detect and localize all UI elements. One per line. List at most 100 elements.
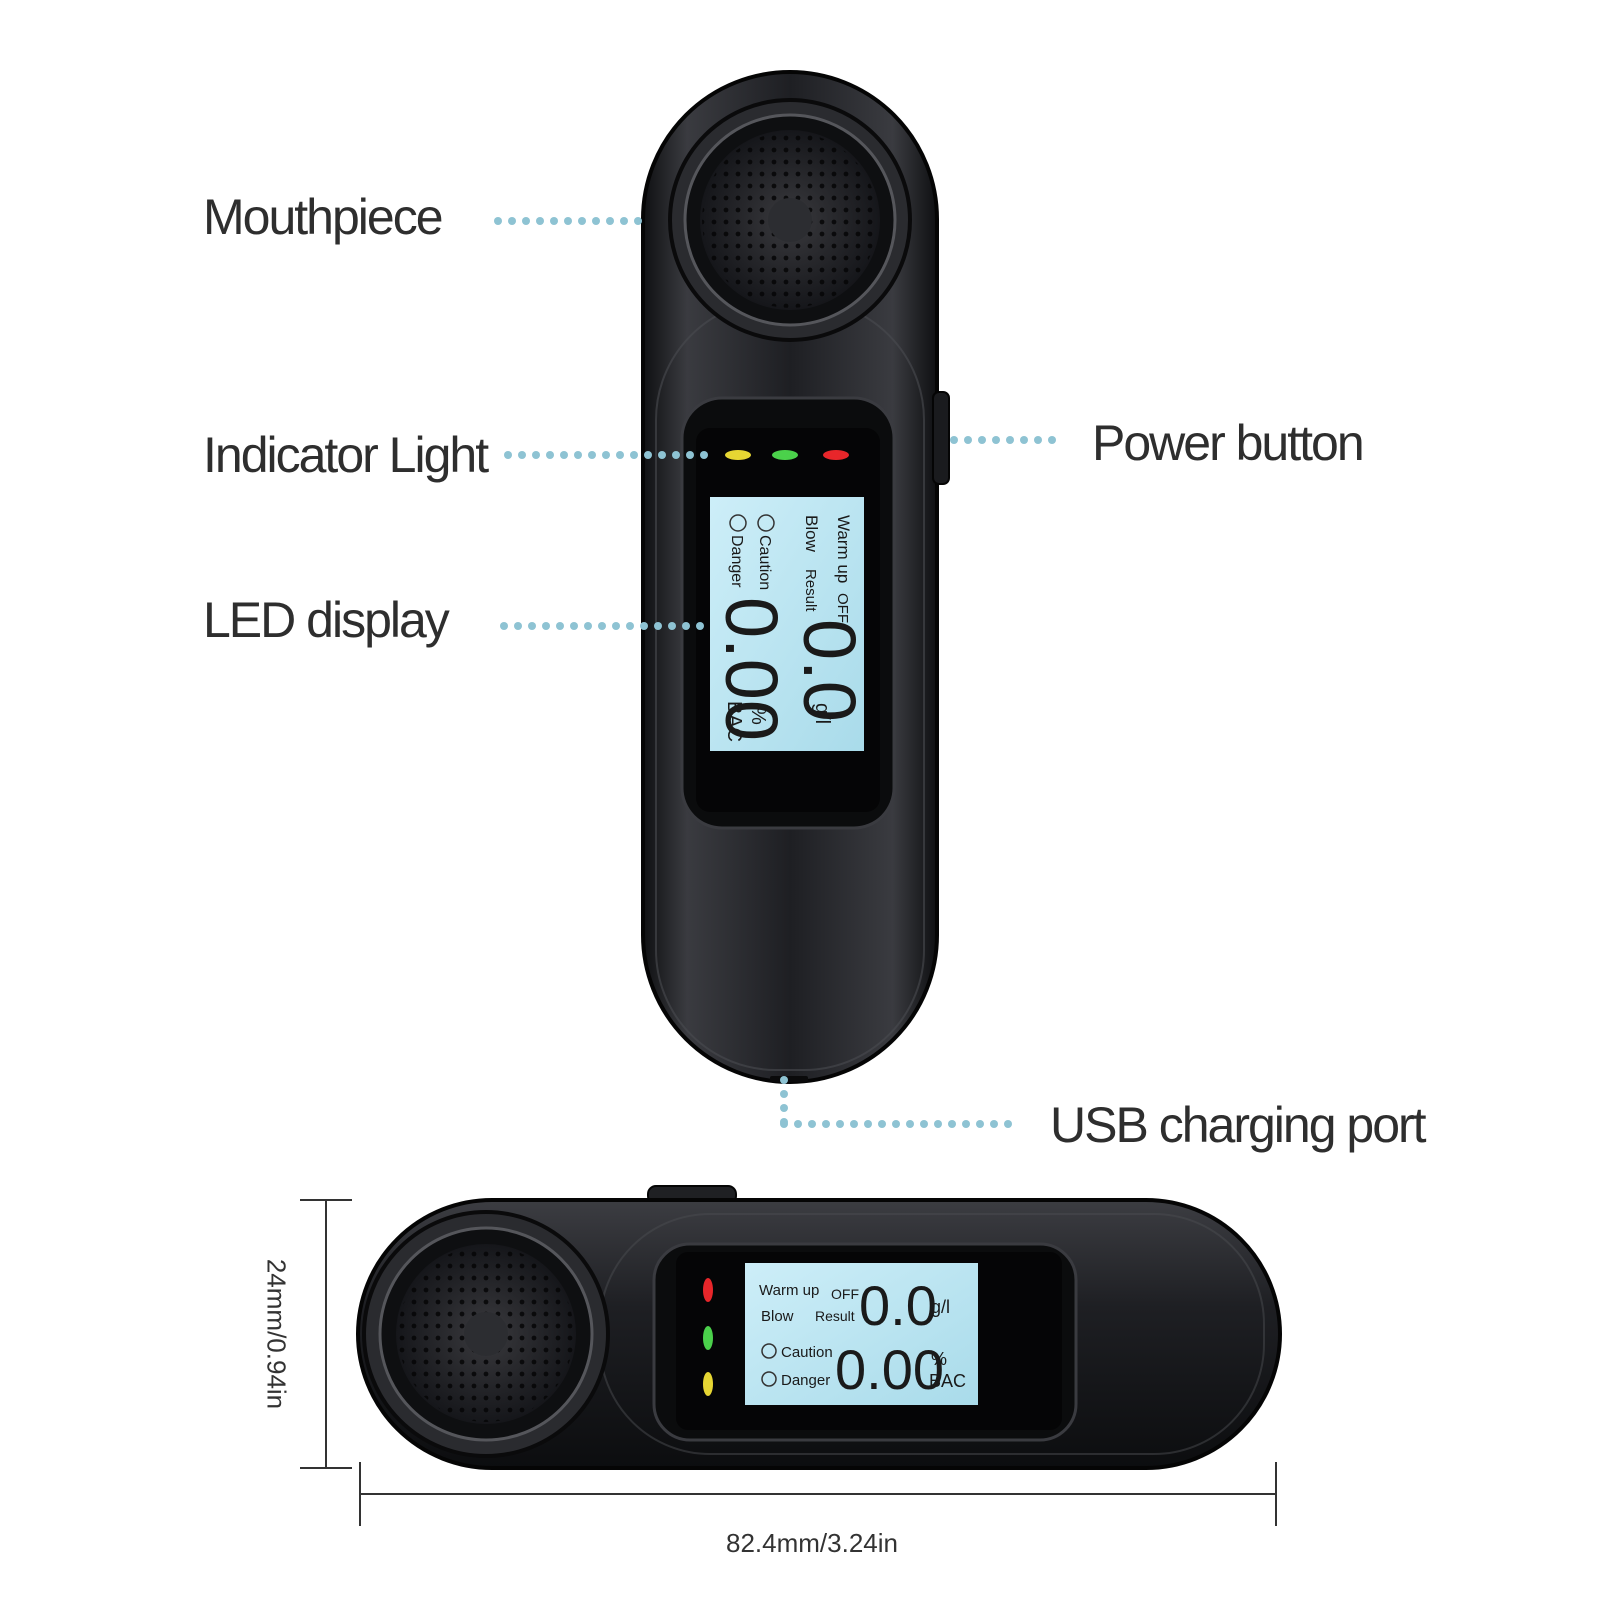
usb-callout-dot: [1004, 1120, 1012, 1128]
mouthpiece-callout-dot: [620, 217, 628, 225]
indicator-callout-dot: [588, 451, 596, 459]
mouthpiece-callout-dot: [606, 217, 614, 225]
usb-callout-dot: [976, 1120, 984, 1128]
h-lcd-unit-gl: g/l: [931, 1297, 950, 1317]
indicator-callout-dot: [546, 451, 554, 459]
indicator-callout-dot: [574, 451, 582, 459]
power-button-callout-dot: [950, 436, 958, 444]
h-lcd-caution: Caution: [781, 1344, 833, 1361]
led-display-callout-dot: [528, 622, 536, 630]
led-display-callout-dot: [556, 622, 564, 630]
indicator-callout-dot: [602, 451, 610, 459]
h-lcd-reading-bac: 0.00: [835, 1338, 944, 1401]
mouthpiece-callout-dot: [494, 217, 502, 225]
led-display-callout-dot: [682, 622, 690, 630]
led-display-callout-dot: [500, 622, 508, 630]
indicator-callout-dot: [686, 451, 694, 459]
power-button-callout-dot: [1048, 436, 1056, 444]
indicator-callout-dot: [518, 451, 526, 459]
h-lcd-danger: Danger: [781, 1372, 830, 1389]
mouthpiece-callout-dot: [522, 217, 530, 225]
indicator-callout-dot: [700, 451, 708, 459]
v-lcd-caution: Caution: [756, 535, 773, 590]
led-display-callout-dot: [612, 622, 620, 630]
usb-callout-dot: [892, 1120, 900, 1128]
v-lcd-unit-pct: %: [747, 707, 769, 725]
power-button-callout-dot: [1006, 436, 1014, 444]
led-display-callout-dot: [584, 622, 592, 630]
v-lcd-unit-gl: g/l: [811, 703, 833, 724]
usb-callout-dot: [850, 1120, 858, 1128]
h-lcd-result: Result: [815, 1308, 855, 1324]
power-button-shape: [932, 391, 950, 485]
usb-callout-dot: [962, 1120, 970, 1128]
led-display-callout-dot: [654, 622, 662, 630]
vertical-lcd-screen: [710, 497, 864, 751]
h-lcd-unit-bac: BAC: [929, 1371, 966, 1391]
v-lcd-danger: Danger: [728, 535, 745, 588]
power-button-callout-dot: [964, 436, 972, 444]
indicator-callout-dot: [532, 451, 540, 459]
usb-callout-dot: [934, 1120, 942, 1128]
usb-callout-dot: [780, 1120, 788, 1128]
led-display-callout-dot: [640, 622, 648, 630]
usb-callout-dot: [864, 1120, 872, 1128]
v-lcd-reading-gl: 0.0: [788, 619, 871, 722]
led-display-callout-dot: [598, 622, 606, 630]
led-display-callout-dot: [542, 622, 550, 630]
callout-dot-lines: [494, 217, 1056, 1128]
v-lcd-warmup: Warm up: [834, 515, 853, 583]
indicator-callout-dot: [644, 451, 652, 459]
usb-callout-dot: [920, 1120, 928, 1128]
indicator-green-light: [772, 450, 798, 460]
h-lcd-blow: Blow: [761, 1308, 794, 1325]
mouthpiece-label: Mouthpiece: [203, 189, 443, 245]
usb-callout-dot: [906, 1120, 914, 1128]
indicator-callout-dot: [672, 451, 680, 459]
usb-callout-dot: [822, 1120, 830, 1128]
v-lcd-reading-bac: 0.00: [710, 597, 793, 741]
led-display-callout-dot: [696, 622, 704, 630]
h-indicator-red-light: [703, 1278, 713, 1302]
h-lcd-off: OFF: [831, 1286, 859, 1302]
mouthpiece-callout-dot: [592, 217, 600, 225]
usb-callout-vertical-dot: [780, 1104, 788, 1112]
v-lcd-unit-bac: BAC: [723, 701, 745, 742]
usb-callout-dot: [794, 1120, 802, 1128]
mouthpiece-callout-dot: [578, 217, 586, 225]
led-display-callout-dot: [626, 622, 634, 630]
indicator-callout-dot: [504, 451, 512, 459]
usb-callout-dot: [808, 1120, 816, 1128]
vertical-device: Warm up OFF Blow Result 0.0 g/l Caution …: [641, 70, 950, 1084]
usb-callout-vertical-dot: [780, 1076, 788, 1084]
v-lcd-blow: Blow: [802, 515, 821, 553]
indicator-callout-dot: [658, 451, 666, 459]
indicator-light-label: Indicator Light: [203, 427, 489, 483]
power-button-callout-dot: [978, 436, 986, 444]
usb-callout-dot: [948, 1120, 956, 1128]
led-display-callout-dot: [514, 622, 522, 630]
power-button-callout-dot: [1020, 436, 1028, 444]
height-dimension-label: 24mm/0.94in: [261, 1258, 292, 1410]
horizontal-lcd-screen: [745, 1263, 978, 1405]
indicator-red-light: [823, 450, 849, 460]
mouthpiece-callout-dot: [564, 217, 572, 225]
mouthpiece-callout-dot: [536, 217, 544, 225]
mouthpiece-callout-dot: [550, 217, 558, 225]
led-display-label: LED display: [203, 592, 450, 648]
h-lcd-unit-pct: %: [931, 1349, 947, 1369]
indicator-yellow-light: [725, 450, 751, 460]
usb-callout-dot: [878, 1120, 886, 1128]
power-button-callout-dot: [992, 436, 1000, 444]
indicator-callout-dot: [630, 451, 638, 459]
power-button-callout-dot: [1034, 436, 1042, 444]
power-button-label: Power button: [1092, 415, 1365, 471]
led-display-callout-dot: [570, 622, 578, 630]
led-display-callout-dot: [668, 622, 676, 630]
mouthpiece-callout-dot: [634, 217, 642, 225]
h-indicator-yellow-light: [703, 1372, 713, 1396]
mouthpiece-callout-dot: [508, 217, 516, 225]
dimension-lines: [300, 1199, 1277, 1526]
v-lcd-result: Result: [802, 569, 819, 612]
